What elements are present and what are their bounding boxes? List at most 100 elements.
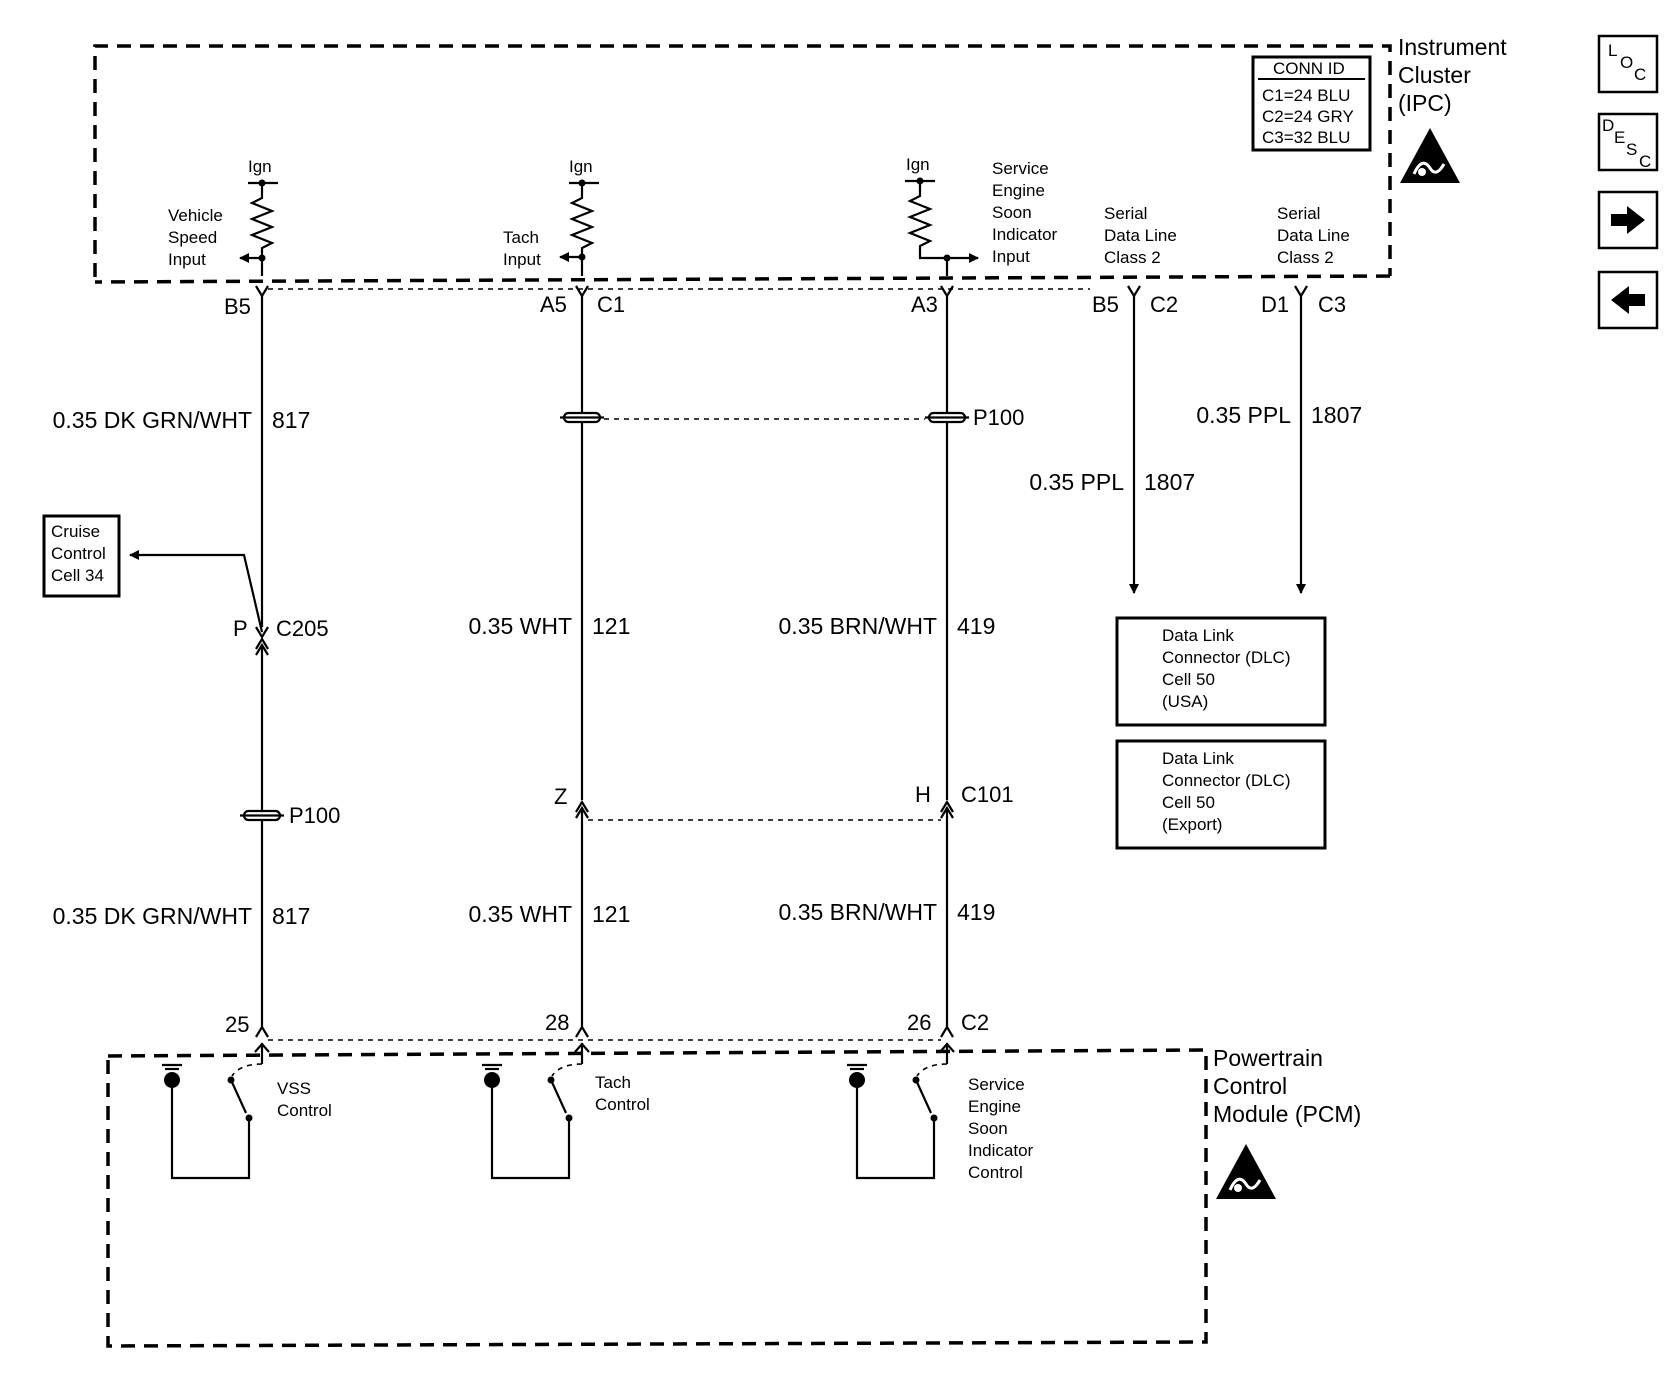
ipc-name-line2: Cluster bbox=[1398, 62, 1471, 88]
vss-input-label-3: Input bbox=[168, 250, 206, 269]
pcm-conn-c2: C2 bbox=[961, 1010, 989, 1035]
dlc-export-line-2: Connector (DLC) bbox=[1162, 771, 1291, 790]
vss-control-driver: VSS Control bbox=[162, 1042, 332, 1180]
vss-control-label-1: VSS bbox=[277, 1079, 311, 1098]
wire-serial-1-color: 0.35 PPL bbox=[1029, 469, 1124, 495]
pcm-pin-symbols bbox=[255, 1024, 954, 1038]
wire-tach-upper-circuit: 121 bbox=[592, 613, 630, 639]
c101-ses-pin: H bbox=[915, 782, 931, 807]
vss-input-label-1: Vehicle bbox=[168, 206, 223, 225]
ign-label-ses: Ign bbox=[906, 155, 930, 174]
c101-tach-pin: Z bbox=[554, 784, 567, 809]
c101-label: C101 bbox=[961, 782, 1014, 807]
dlc-usa-line-4: (USA) bbox=[1162, 692, 1208, 711]
loc-button-char-1: L bbox=[1608, 41, 1617, 60]
wire-ses-upper-circuit: 419 bbox=[957, 613, 995, 639]
connector-c101: Z H C101 bbox=[554, 782, 1014, 821]
ipc-conn-c3: C3 bbox=[1318, 292, 1346, 317]
wire-vss-upper-circuit: 817 bbox=[272, 407, 310, 433]
esd-sensitive-icon bbox=[1216, 1144, 1276, 1199]
ipc-conn-c1: C1 bbox=[597, 292, 625, 317]
wire-tach-lower-circuit: 121 bbox=[592, 901, 630, 927]
conn-id-row-3: C3=32 BLU bbox=[1262, 128, 1350, 147]
ses-control-label-3: Soon bbox=[968, 1119, 1008, 1138]
ses-control-label-4: Indicator bbox=[968, 1141, 1034, 1160]
dlc-export-line-4: (Export) bbox=[1162, 815, 1222, 834]
conn-id-row-1: C1=24 BLU bbox=[1262, 86, 1350, 105]
serial-data-labels: Serial Data Line Class 2 Serial Data Lin… bbox=[1104, 204, 1350, 267]
desc-button-char-4: C bbox=[1639, 152, 1651, 171]
tach-control-label-1: Tach bbox=[595, 1073, 631, 1092]
ign-label-vss: Ign bbox=[248, 157, 272, 176]
dlc-usa-line-1: Data Link bbox=[1162, 626, 1234, 645]
serial-2-label-2: Data Line bbox=[1277, 226, 1350, 245]
dlc-export-line-3: Cell 50 bbox=[1162, 793, 1215, 812]
ses-control-label-5: Control bbox=[968, 1163, 1023, 1182]
desc-button-char-2: E bbox=[1614, 128, 1625, 147]
wire-labels: 0.35 DK GRN/WHT 817 0.35 DK GRN/WHT 817 … bbox=[53, 402, 1363, 929]
conn-id-table: CONN ID C1=24 BLU C2=24 GRY C3=32 BLU bbox=[1251, 55, 1372, 152]
ipc-conn-c2: C2 bbox=[1150, 292, 1178, 317]
tach-control-driver: Tach Control bbox=[482, 1042, 650, 1180]
back-button[interactable] bbox=[1597, 270, 1659, 330]
ses-input-label-1: Service bbox=[992, 159, 1049, 178]
wire-ses-lower-circuit: 419 bbox=[957, 899, 995, 925]
ign-label-tach: Ign bbox=[569, 157, 593, 176]
forward-button[interactable] bbox=[1597, 190, 1659, 250]
loc-button-char-2: O bbox=[1620, 53, 1633, 72]
cruise-box-line-1: Cruise bbox=[51, 522, 100, 541]
ses-input-label-2: Engine bbox=[992, 181, 1045, 200]
wire-tach-upper-color: 0.35 WHT bbox=[468, 613, 572, 639]
tach-input-circuit: Ign Tach Input bbox=[503, 157, 599, 276]
desc-button-char-3: S bbox=[1626, 140, 1637, 159]
ipc-pin-tach: A5 bbox=[540, 292, 567, 317]
cruise-control-box[interactable]: Cruise Control Cell 34 bbox=[42, 514, 121, 598]
serial-1-label-1: Serial bbox=[1104, 204, 1147, 223]
ses-control-label-1: Service bbox=[968, 1075, 1025, 1094]
pcm-pin-tach: 28 bbox=[545, 1010, 569, 1035]
ipc-boundary bbox=[93, 44, 1392, 284]
pcm-pin-ses: 26 bbox=[907, 1010, 931, 1035]
tach-control-label-2: Control bbox=[595, 1095, 650, 1114]
conn-id-title: CONN ID bbox=[1273, 59, 1345, 78]
wire-vss-upper-color: 0.35 DK GRN/WHT bbox=[53, 407, 252, 433]
dlc-export-line-1: Data Link bbox=[1162, 749, 1234, 768]
vss-control-label-2: Control bbox=[277, 1101, 332, 1120]
pcm-boundary bbox=[106, 1048, 1208, 1348]
tach-input-label-1: Tach bbox=[503, 228, 539, 247]
ses-input-label-3: Soon bbox=[992, 203, 1032, 222]
serial-1-label-2: Data Line bbox=[1104, 226, 1177, 245]
ipc-pin-vss: B5 bbox=[224, 294, 251, 319]
conn-id-row-2: C2=24 GRY bbox=[1262, 107, 1354, 126]
c205-pin-label: P bbox=[233, 616, 248, 641]
desc-button-char-1: D bbox=[1602, 116, 1614, 135]
wire-serial-2-circuit: 1807 bbox=[1311, 402, 1362, 428]
pcm-name-line2: Control bbox=[1213, 1073, 1287, 1099]
left-arrow-icon bbox=[1611, 286, 1645, 314]
pcm-pin-vss: 25 bbox=[225, 1012, 249, 1037]
ses-input-circuit: Ign Service Engine Soon Indicator Input bbox=[905, 155, 1058, 276]
wire-vss-lower-circuit: 817 bbox=[272, 903, 310, 929]
splice-p100-vss: P100 bbox=[240, 803, 340, 828]
serial-2-label-3: Class 2 bbox=[1277, 248, 1334, 267]
ipc-pin-serial-2: D1 bbox=[1261, 292, 1289, 317]
right-arrow-icon bbox=[1611, 206, 1645, 234]
wire-paths bbox=[129, 296, 1306, 1027]
ses-control-label-2: Engine bbox=[968, 1097, 1021, 1116]
splice-p100-top-label: P100 bbox=[973, 405, 1024, 430]
splice-p100-top: P100 bbox=[560, 405, 1024, 430]
desc-button[interactable]: D E S C bbox=[1597, 112, 1659, 172]
dlc-export-box[interactable]: Data Link Connector (DLC) Cell 50 (Expor… bbox=[1115, 739, 1327, 850]
ipc-pin-labels: B5 A5 C1 A3 B5 C2 D1 C3 bbox=[224, 292, 1346, 319]
wire-ses-upper-color: 0.35 BRN/WHT bbox=[779, 613, 937, 639]
serial-1-label-3: Class 2 bbox=[1104, 248, 1161, 267]
ipc-name-line1: Instrument bbox=[1398, 34, 1507, 60]
pcm-name-line3: Module (PCM) bbox=[1213, 1101, 1361, 1127]
tach-input-label-2: Input bbox=[503, 250, 541, 269]
c205-label: C205 bbox=[276, 616, 329, 641]
loc-button[interactable]: L O C bbox=[1597, 34, 1659, 94]
loc-button-char-3: C bbox=[1634, 65, 1646, 84]
dlc-usa-box[interactable]: Data Link Connector (DLC) Cell 50 (USA) bbox=[1115, 616, 1327, 727]
cruise-box-line-2: Control bbox=[51, 544, 106, 563]
